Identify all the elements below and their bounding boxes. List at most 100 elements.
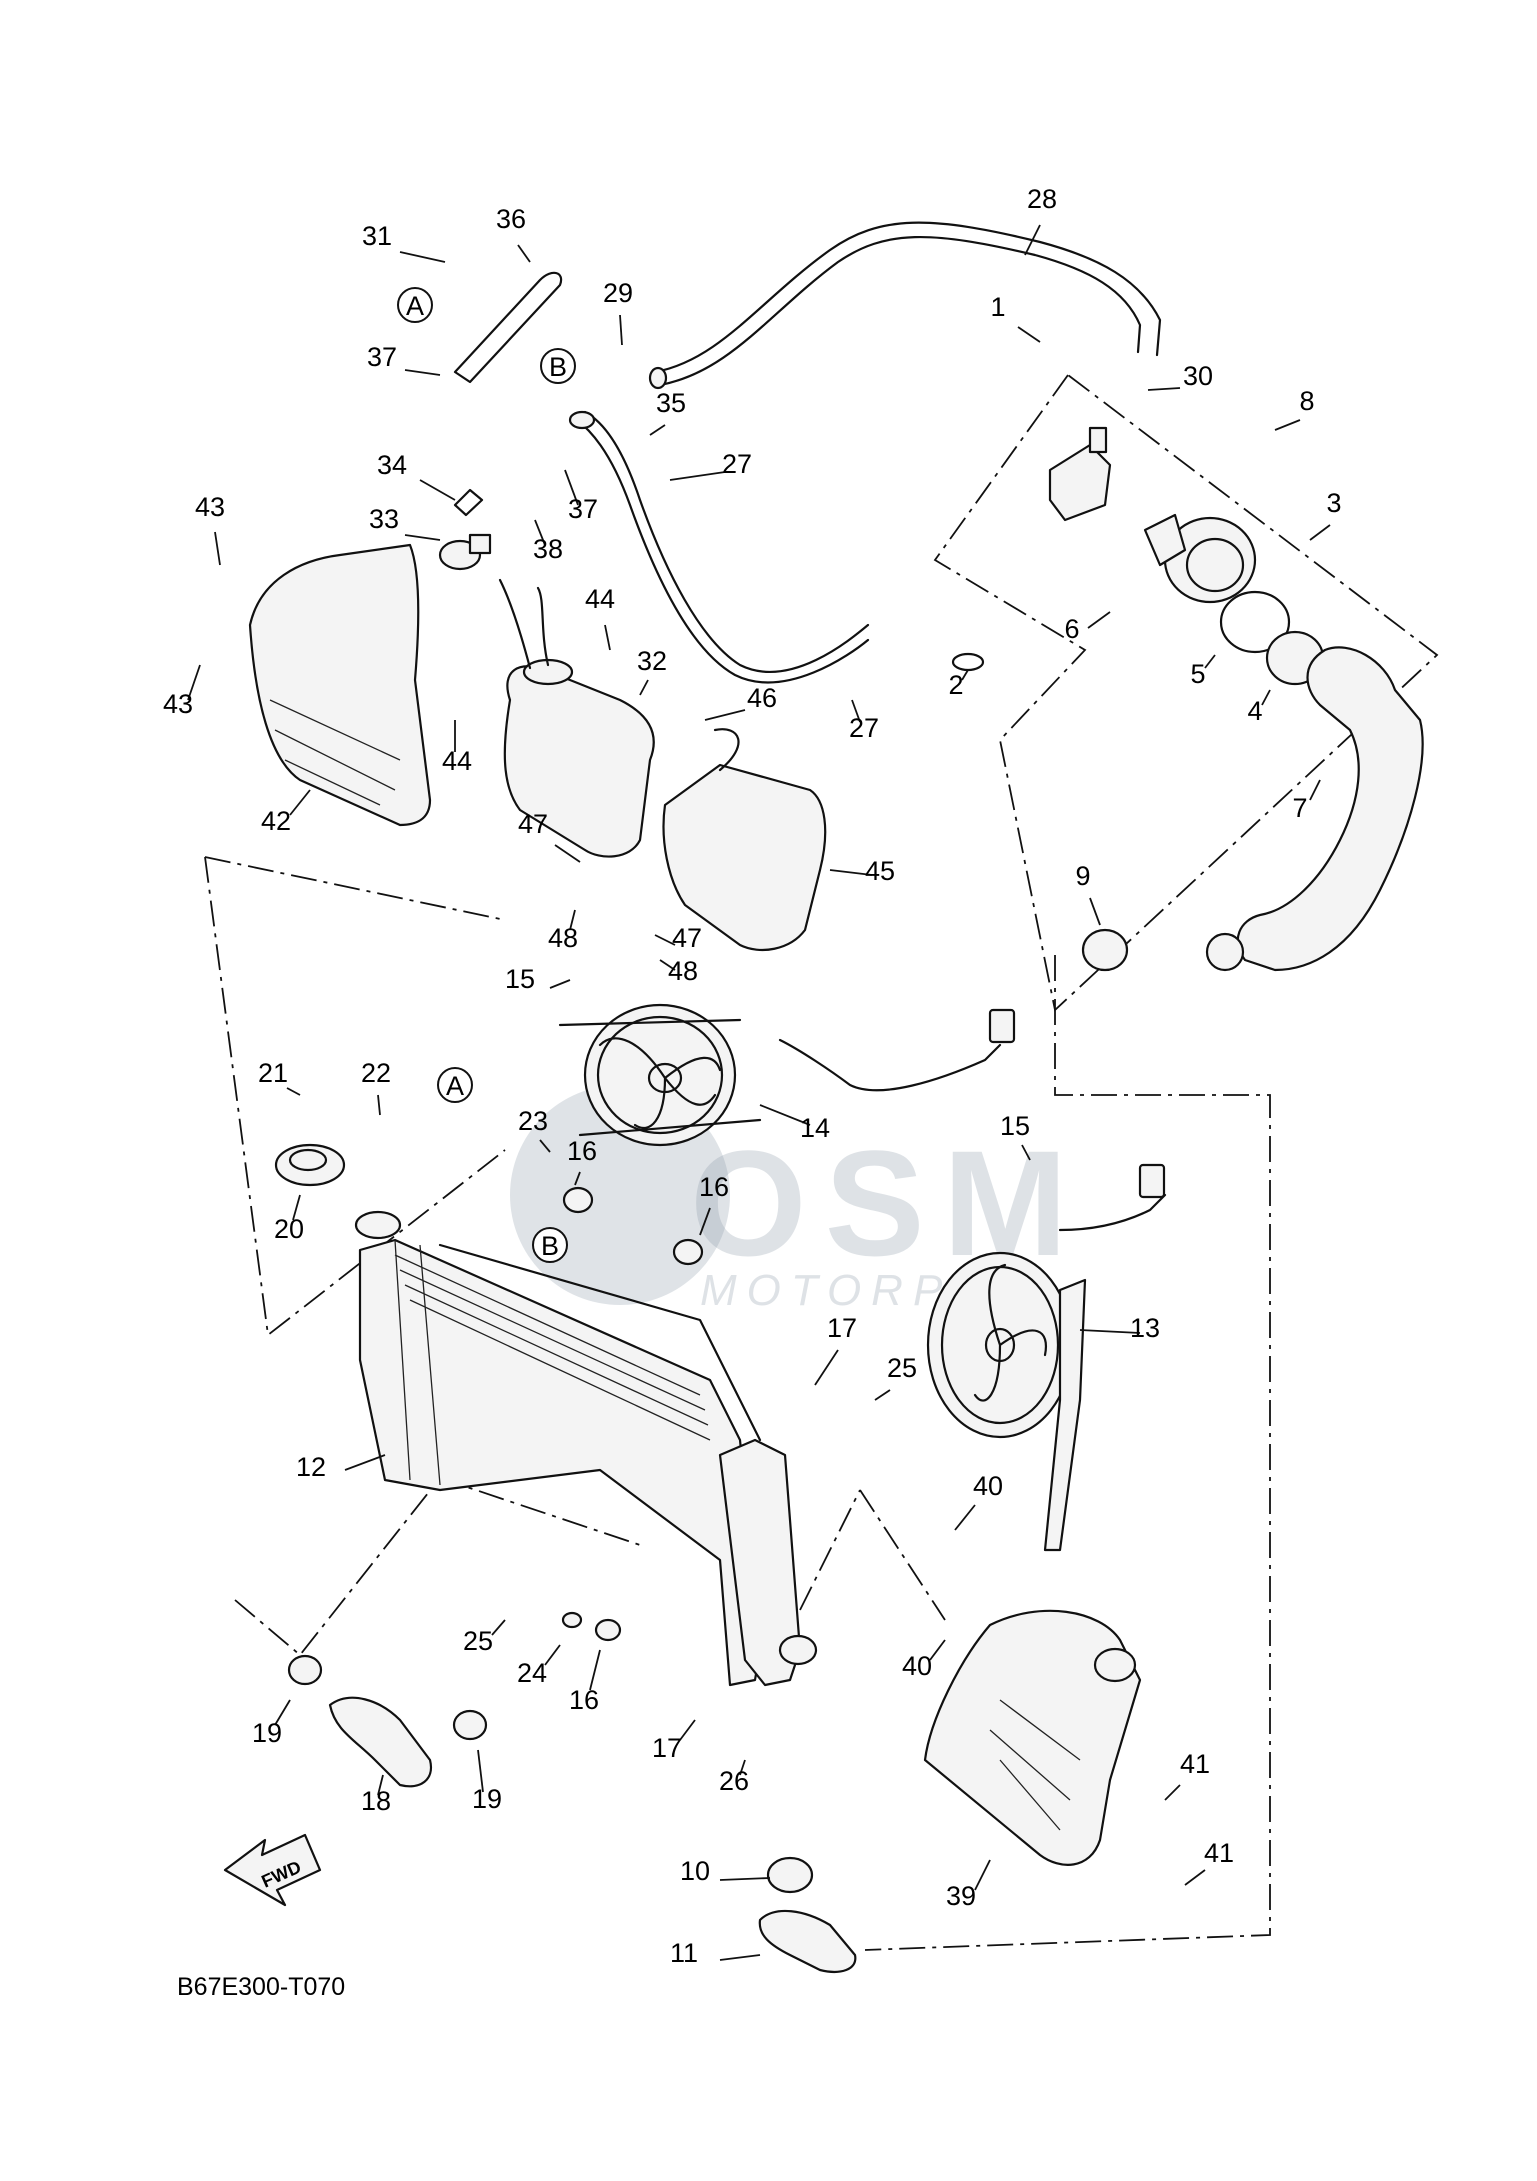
callout-number: 1	[990, 292, 1005, 322]
leader-line	[759, 1104, 811, 1126]
leader-line	[399, 251, 446, 263]
callout-number: 14	[800, 1113, 830, 1143]
callout-number: 41	[1180, 1749, 1210, 1779]
callout-number: 2	[948, 670, 963, 700]
leader-line	[377, 1774, 384, 1796]
callout-number: 46	[747, 683, 777, 713]
callout-number: 42	[261, 806, 291, 836]
leader-line	[1087, 611, 1111, 629]
leader-line	[954, 1504, 976, 1531]
hose-28	[648, 221, 1162, 390]
leader-line	[704, 709, 746, 721]
callout-number: 39	[946, 1881, 976, 1911]
leader-line	[851, 699, 861, 723]
leader-line	[1164, 1784, 1181, 1801]
leader-line	[719, 1877, 771, 1881]
callout-number: 25	[463, 1626, 493, 1656]
tank-cover	[662, 728, 827, 952]
callout-labels: 1234567891011121314151516161617171819192…	[163, 184, 1342, 1968]
callout-number: 17	[827, 1313, 857, 1343]
callout-number: 15	[1000, 1111, 1030, 1141]
callout-number: 21	[258, 1058, 288, 1088]
callout-number: 33	[369, 504, 399, 534]
callout-number: 38	[533, 534, 563, 564]
callout-number: 47	[518, 809, 548, 839]
callout-number: 27	[722, 449, 752, 479]
leader-line	[534, 519, 546, 546]
callout-number: 35	[656, 388, 686, 418]
hose-36	[453, 271, 563, 384]
callout-number: 31	[362, 221, 392, 251]
leader-line	[814, 1349, 839, 1386]
shroud-42	[248, 543, 432, 827]
leader-line	[1274, 419, 1301, 431]
callout-number: 48	[548, 923, 578, 953]
callout-number: 19	[472, 1784, 502, 1814]
leader-line	[1184, 1869, 1206, 1886]
leader-line	[1024, 224, 1041, 256]
leader-line	[1261, 689, 1271, 706]
leader-line	[659, 959, 676, 971]
fan-13	[926, 1163, 1167, 1552]
leader-line	[549, 979, 571, 989]
callout-number: 3	[1326, 488, 1341, 518]
fan-14	[558, 1003, 1016, 1147]
callout-number: 20	[274, 1214, 304, 1244]
callout-number: 6	[1064, 614, 1079, 644]
callout-number: 22	[361, 1058, 391, 1088]
leader-line	[292, 1194, 301, 1221]
leader-line	[1021, 1144, 1031, 1161]
leader-line	[214, 531, 221, 566]
leader-line	[544, 1644, 561, 1666]
callout-number: 34	[377, 450, 407, 480]
callout-number: 16	[567, 1136, 597, 1166]
leader-line	[574, 1171, 581, 1186]
radiator	[354, 1210, 802, 1687]
callout-number: 25	[887, 1353, 917, 1383]
callout-number: 7	[1292, 793, 1307, 823]
callout-number: 16	[699, 1172, 729, 1202]
clamp-19-left	[287, 1654, 323, 1686]
grommets	[561, 1186, 818, 1666]
callout-number: 43	[163, 689, 193, 719]
svg-text:B: B	[541, 1231, 559, 1261]
leader-line	[619, 314, 623, 346]
ref-marker-a-mid: A	[437, 1067, 473, 1103]
cap-33	[438, 533, 492, 571]
ref-marker-a-top: A	[397, 287, 433, 323]
leader-line	[1089, 897, 1101, 926]
clamp-9	[1081, 928, 1129, 972]
hose-34	[453, 488, 484, 517]
leader-line	[569, 909, 576, 931]
callout-number: 32	[637, 646, 667, 676]
callout-number: 8	[1299, 386, 1314, 416]
leader-line	[699, 1207, 711, 1236]
callout-number: 40	[902, 1651, 932, 1681]
leader-line	[289, 789, 311, 816]
callout-number: 4	[1247, 696, 1262, 726]
callout-number: 28	[1027, 184, 1057, 214]
leader-line	[554, 844, 581, 863]
leader-line	[929, 1639, 946, 1661]
reservoir-tank	[498, 578, 655, 858]
svg-text:B: B	[549, 352, 567, 382]
leader-line	[1017, 326, 1041, 343]
thermostat-assembly	[951, 426, 1325, 686]
leader-line	[1309, 524, 1331, 541]
leader-line	[604, 624, 611, 651]
leader-line	[961, 669, 969, 681]
callout-number: 23	[518, 1106, 548, 1136]
leader-line	[649, 424, 666, 436]
hose-35	[568, 410, 870, 684]
callout-number: 18	[361, 1786, 391, 1816]
hose-3	[1205, 646, 1424, 972]
leader-line	[589, 1649, 601, 1691]
leader-line	[719, 1954, 761, 1961]
leader-line	[517, 244, 531, 263]
callout-number: 43	[195, 492, 225, 522]
watermark-subtitle: MOTORPA	[700, 1266, 988, 1315]
leader-line	[829, 869, 873, 876]
shroud-39	[923, 1609, 1142, 1866]
leader-line	[974, 1859, 991, 1891]
